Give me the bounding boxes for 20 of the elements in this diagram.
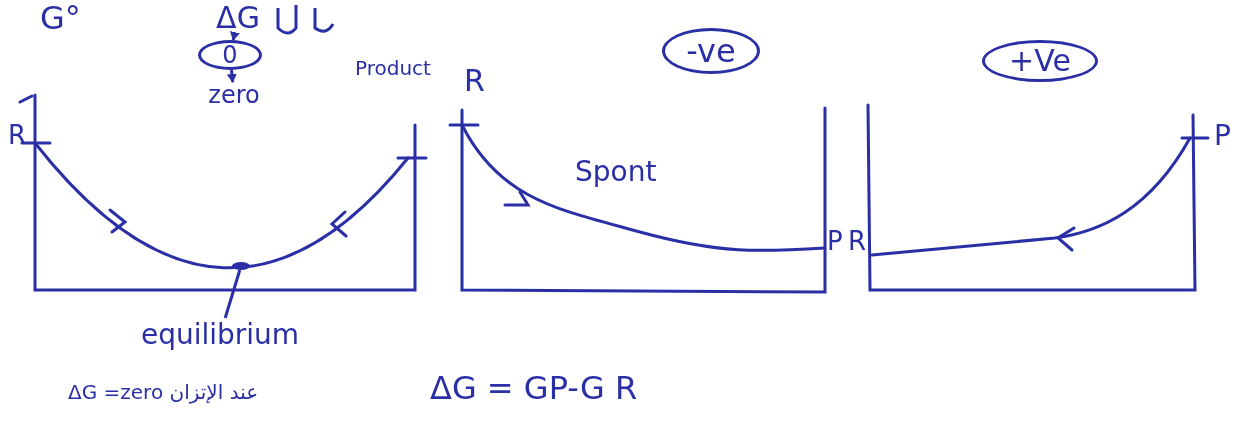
handwritten-label: Product <box>355 58 431 78</box>
leader-line <box>223 269 242 319</box>
handwritten-label: R <box>848 228 867 254</box>
handwritten-label: R <box>8 122 27 148</box>
handwritten-label: Spont <box>575 158 657 186</box>
arrow <box>230 31 240 41</box>
handwritten-label: P <box>1214 122 1231 150</box>
handwritten-label: zero <box>200 82 268 108</box>
circled-label: -ve <box>662 28 760 74</box>
arrow <box>226 69 237 83</box>
equation-text: ΔG =zero عند الإتزان <box>68 382 259 402</box>
axis-label: G° <box>40 2 81 34</box>
equation-text: ΔG = GP-G R <box>430 372 638 404</box>
equilibrium-point <box>232 262 250 270</box>
handwritten-label: ΔG <box>212 2 264 34</box>
handwritten-label: R <box>464 66 485 96</box>
handwritten-label: P <box>827 228 843 254</box>
circled-label: 0 <box>198 40 262 70</box>
circled-label: +Ve <box>982 40 1098 82</box>
handwritten-label: equilibrium <box>130 318 310 352</box>
